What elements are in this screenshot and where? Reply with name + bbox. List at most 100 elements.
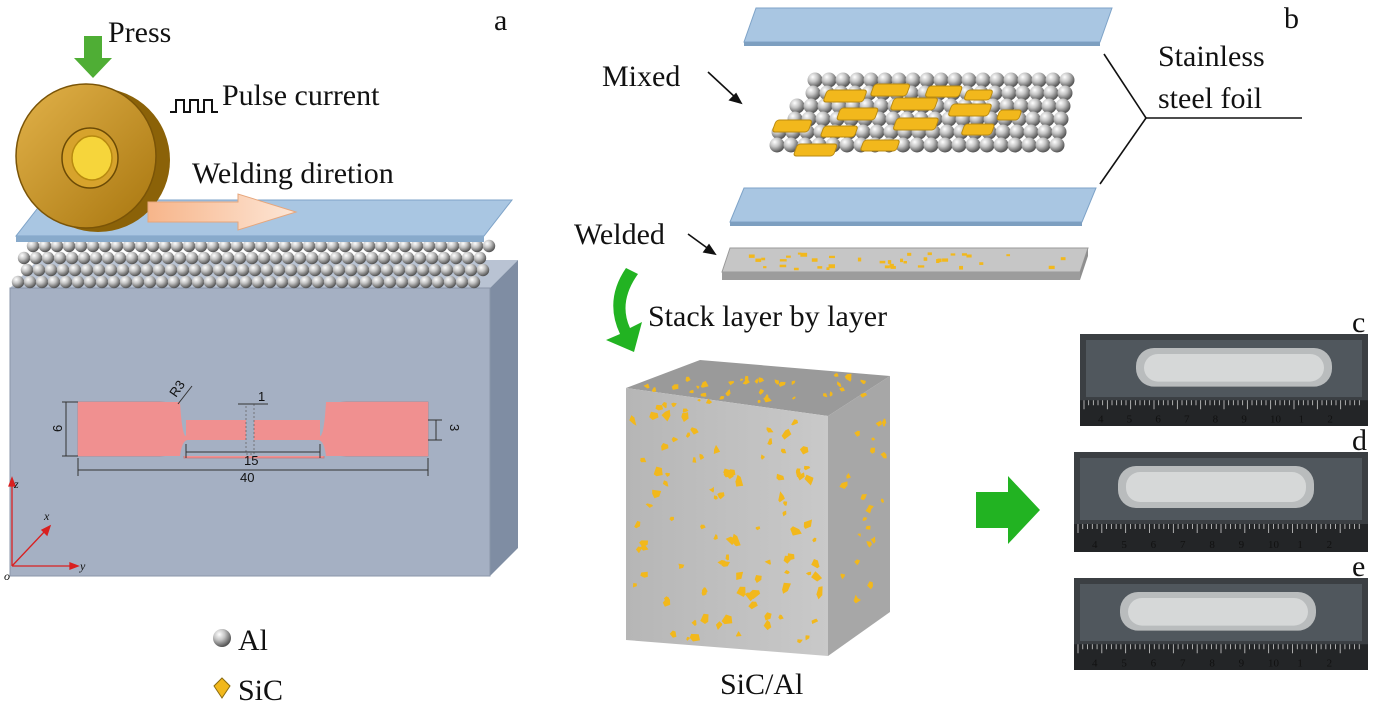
al-particle xyxy=(939,124,955,140)
sic-plate xyxy=(820,125,858,138)
al-particle xyxy=(359,275,373,289)
sic-particle xyxy=(790,526,802,536)
sic-particle xyxy=(719,396,725,400)
al-particle xyxy=(835,72,851,88)
al-particle xyxy=(83,275,97,289)
sic-particle xyxy=(867,581,873,590)
sic-particle xyxy=(700,613,709,624)
sic-particle xyxy=(805,635,810,641)
al-particle xyxy=(933,72,949,88)
al-particle xyxy=(110,239,124,253)
al-particle xyxy=(965,137,981,153)
al-particle xyxy=(80,263,94,277)
sic-particle xyxy=(811,618,819,624)
sic-plate xyxy=(860,139,900,152)
al-particle xyxy=(173,251,187,265)
ruler-number: 10 xyxy=(1268,539,1280,551)
sic-particle xyxy=(662,480,669,487)
al-particle xyxy=(200,263,214,277)
legend-sic-label: SiC xyxy=(238,674,283,707)
sic-dot xyxy=(979,262,984,265)
al-particle xyxy=(134,239,148,253)
al-particle xyxy=(377,251,391,265)
al-particle xyxy=(332,263,346,277)
al-particle xyxy=(849,72,865,88)
al-particle xyxy=(356,263,370,277)
sic-particle xyxy=(678,563,685,569)
sic-particle xyxy=(649,411,659,420)
sic-dot xyxy=(1006,254,1011,257)
sic-particle xyxy=(643,383,650,389)
sic-particle xyxy=(742,379,750,385)
sic-dot xyxy=(811,258,818,262)
al-particle xyxy=(1051,124,1067,140)
sic-particle xyxy=(754,575,762,583)
roller xyxy=(15,83,170,232)
sic-particle xyxy=(784,570,790,575)
al-particle xyxy=(17,251,31,265)
al-particle xyxy=(1031,72,1047,88)
al-particle xyxy=(961,72,977,88)
al-particle xyxy=(455,275,469,289)
al-particle xyxy=(44,263,58,277)
sic-particle xyxy=(705,398,712,404)
sic-particle xyxy=(727,469,736,477)
al-particle xyxy=(1009,124,1025,140)
sic-particle xyxy=(778,614,784,620)
sic-particle xyxy=(791,380,796,386)
al-particle xyxy=(410,239,424,253)
sic-particle xyxy=(701,589,707,596)
sic-particle xyxy=(862,517,868,521)
axis-x-label: x xyxy=(43,509,50,523)
sic-dot xyxy=(900,258,904,263)
al-particle xyxy=(335,275,349,289)
sic-dot xyxy=(793,267,799,271)
al-particle xyxy=(260,263,274,277)
sic-particle xyxy=(783,501,788,506)
sic-plate xyxy=(772,119,812,133)
al-particle xyxy=(482,239,496,253)
al-particle xyxy=(272,263,286,277)
sic-plate xyxy=(793,143,838,157)
al-particle xyxy=(227,275,241,289)
al-particle xyxy=(155,275,169,289)
al-particle xyxy=(254,239,268,253)
sic-particle xyxy=(754,378,759,384)
sic-particle xyxy=(685,376,691,382)
ruler-number: 5 xyxy=(1121,539,1127,551)
sic-particle xyxy=(869,447,876,454)
sic-dot xyxy=(907,252,912,256)
al-particle xyxy=(1057,85,1073,101)
ruler-number: 4 xyxy=(1092,657,1098,669)
al-particle xyxy=(89,251,103,265)
sic-dot xyxy=(903,260,907,264)
cube-side-face xyxy=(828,376,890,656)
sic-particle xyxy=(860,379,866,385)
sic-plate xyxy=(823,89,867,103)
al-particle xyxy=(362,239,376,253)
al-particle xyxy=(452,263,466,277)
sic-particle xyxy=(857,533,861,537)
al-particle xyxy=(35,275,49,289)
al-particle xyxy=(146,239,160,253)
sic-plate xyxy=(893,117,939,131)
al-particle xyxy=(769,137,785,153)
al-particle xyxy=(188,263,202,277)
al-particle xyxy=(416,263,430,277)
al-particle xyxy=(365,251,379,265)
al-particle xyxy=(62,239,76,253)
sic-particle xyxy=(755,526,761,531)
al-particle xyxy=(140,263,154,277)
al-particle xyxy=(98,239,112,253)
al-particle xyxy=(404,263,418,277)
sic-particle xyxy=(799,446,809,455)
al-particle xyxy=(458,239,472,253)
sic-particle xyxy=(805,571,812,576)
panel-a: Press Pulse current Welding diretion xyxy=(4,4,518,707)
sic-particle xyxy=(749,589,761,600)
al-particle xyxy=(919,72,935,88)
sic-dot xyxy=(942,258,949,262)
sic-dot xyxy=(936,259,940,264)
al-particle xyxy=(380,263,394,277)
al-particle xyxy=(137,251,151,265)
